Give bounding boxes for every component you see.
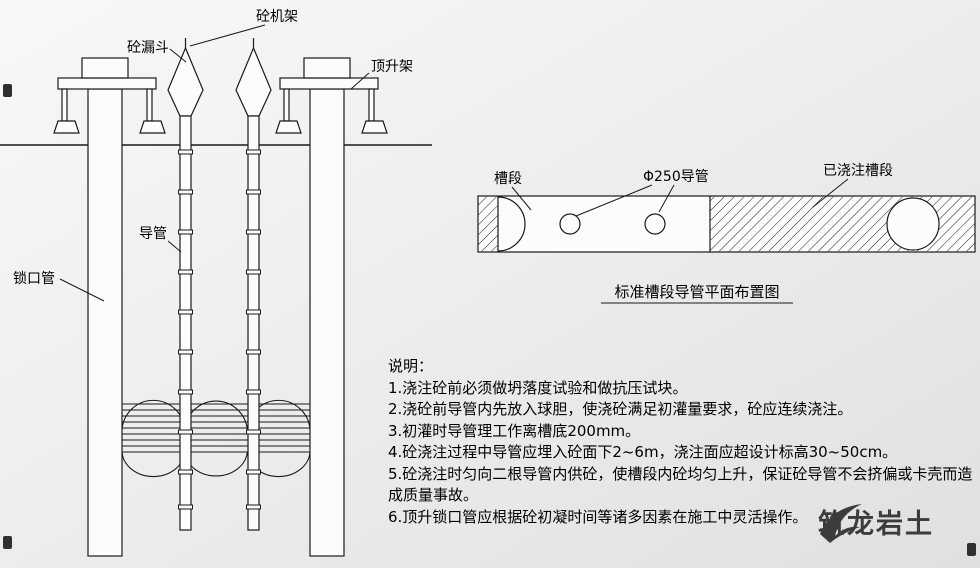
concrete-level: [121, 399, 311, 478]
label-jacking-frame: 顶升架: [371, 59, 413, 75]
lock-pipe-left: [87, 88, 123, 557]
label-slot-segment: 槽段: [494, 171, 522, 187]
label-lock-pipe: 锁口管: [13, 271, 55, 287]
plan-labels: 槽段 Φ250导管 已浇注槽段 标准槽段导管平面布置图: [494, 163, 893, 301]
tremie-flanges: [178, 149, 261, 510]
concrete-scallop-arcs: [121, 451, 311, 478]
joint-arc-left: [497, 196, 526, 252]
jacking-frame-left: [53, 57, 166, 134]
plan-leaders: [511, 178, 849, 217]
label-machine-frame: 砼机架: [256, 9, 298, 25]
poured-hatch-left: [478, 196, 498, 252]
conduit-circle-1: [559, 213, 581, 235]
edge-mark-bottom-right: [967, 543, 976, 556]
label-conduit-250: Φ250导管: [643, 169, 709, 185]
hopper-left: [167, 38, 204, 117]
lock-pipe-right: [309, 88, 345, 557]
note-item-2: 2.浇砼前导管内先放入球胆，使浇砼满足初灌量要求，砼应连续浇注。: [388, 400, 853, 418]
plan-view: [477, 178, 976, 304]
concrete-dome-arcs: [121, 399, 311, 431]
elevation-labels: 砼机架 砼漏斗 顶升架 锁口管 导管: [13, 9, 413, 287]
tremie-pipe-left: [179, 115, 192, 531]
hopper-right: [235, 38, 272, 117]
conduit-circle-2: [644, 213, 666, 235]
edge-mark-bottom-left: [3, 536, 12, 549]
note-item-3: 3.初灌时导管理工作离槽底200mm。: [388, 421, 641, 440]
elevation-leaders: [59, 24, 370, 302]
jacking-frame-right: [275, 57, 388, 134]
watermark: 筑龙岩土: [818, 502, 934, 543]
elevation-view: [0, 24, 432, 557]
label-hopper: 砼漏斗: [127, 40, 169, 56]
notes-title: 说明：: [388, 357, 434, 375]
label-tremie-pipe: 导管: [139, 226, 167, 242]
note-item-5: 5.砼浇注时匀向二根导管内供砼，使槽段内砼均匀上升，保证砼导管不会挤偏或卡壳而造…: [388, 464, 973, 505]
note-item-1: 1.浇注砼前必须做坍落度试验和做抗压试块。: [388, 378, 688, 397]
notes-block: 说明： 1.浇注砼前必须做坍落度试验和做抗压试块。 2.浇砼前导管内先放入球胆，…: [388, 356, 978, 528]
tremie-pipe-right: [247, 115, 260, 531]
note-item-6: 6.顶升锁口管应根据砼初凝时间等诸多因素在施工中灵活操作。: [388, 507, 808, 526]
plan-caption: 标准槽段导管平面布置图: [614, 283, 779, 301]
note-item-4: 4.砼浇注过程中导管应埋入砼面下2~6m，浇注面应超设计标高30~50cm。: [388, 443, 898, 461]
label-poured-segment: 已浇注槽段: [823, 163, 893, 179]
zhulong-logo-icon: [820, 504, 862, 543]
joint-circle-right: [886, 197, 940, 251]
edge-mark-top-left: [3, 84, 12, 97]
